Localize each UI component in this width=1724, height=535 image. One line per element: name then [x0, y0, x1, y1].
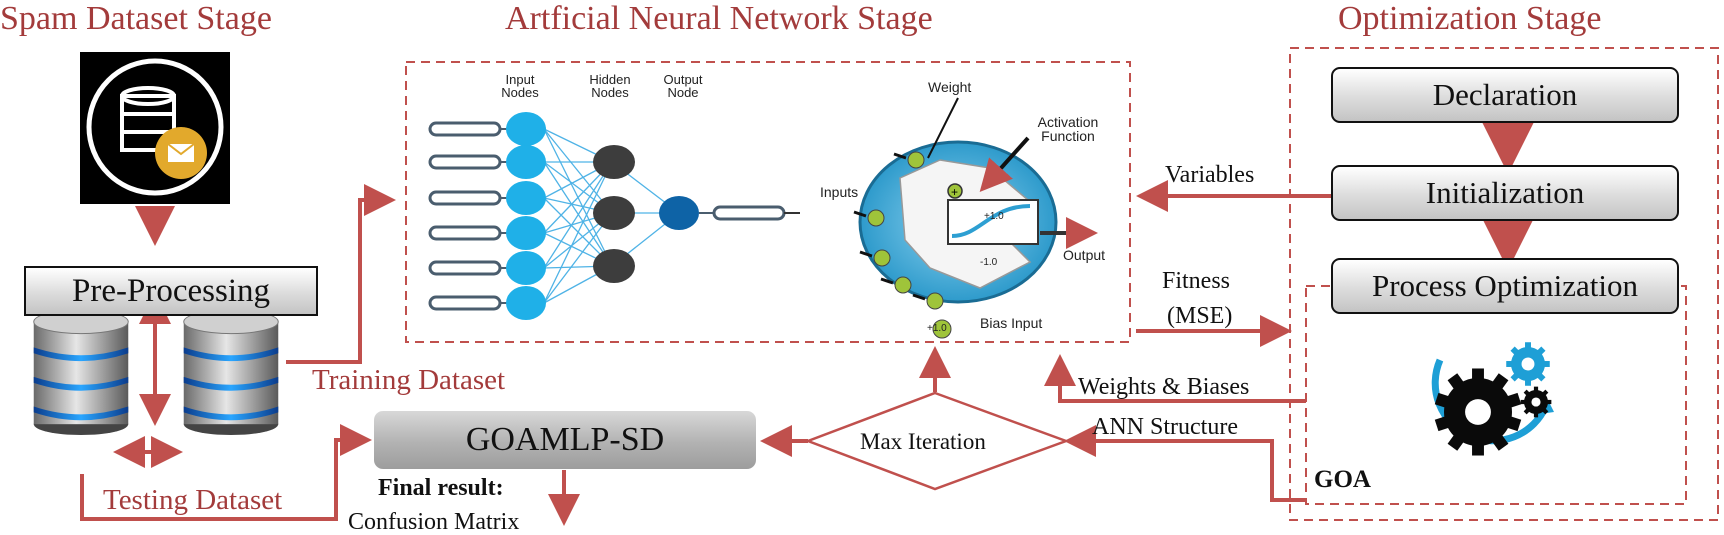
- weight-label: Weight: [928, 79, 972, 95]
- ann-stage-frame: [405, 61, 1131, 343]
- neuron-illustration: +: [858, 97, 1098, 304]
- testing-dataset-label: Testing Dataset: [103, 484, 283, 516]
- weight-input-arrow: [880, 277, 894, 285]
- hidden-node: [593, 249, 635, 283]
- gear-tooth: [1525, 377, 1531, 386]
- inputs-label: Inputs: [820, 184, 859, 200]
- gear-hole: [1531, 397, 1541, 407]
- process-optimization-box: Process Optimization: [1331, 258, 1679, 314]
- gear-tooth: [1533, 411, 1539, 418]
- arrow-testing-dataset: [80, 424, 372, 521]
- arrow-weights-biases: [1044, 354, 1306, 403]
- max-iteration-diamond: [804, 391, 1070, 491]
- goa-frame: [1305, 285, 1687, 505]
- weight-input-arrow: [893, 152, 907, 160]
- weight-input-arrow: [912, 293, 926, 301]
- input-node: [506, 251, 546, 285]
- connection-line: [543, 161, 613, 304]
- weight-input-arrow: [859, 250, 873, 258]
- goamlp-box: GOAMLP-SD: [374, 411, 756, 469]
- hidden-node: [593, 145, 635, 179]
- spam-stage-title: Spam Dataset Stage: [0, 0, 272, 37]
- input-node: [506, 216, 546, 250]
- activation-function-label: Activation Function: [1037, 114, 1099, 144]
- output-node-label: Output Node: [663, 72, 703, 100]
- hidden-node: [593, 196, 635, 230]
- minus-one-label: -1.0: [980, 257, 998, 268]
- input-pill-icon: [428, 121, 502, 137]
- input-pill-icon: [428, 260, 502, 276]
- bias-node: [932, 319, 952, 339]
- weight-node: [926, 292, 944, 310]
- weight-node: [867, 209, 885, 227]
- bias-input-label: Bias Input: [980, 315, 1043, 331]
- database-right-icon: [183, 309, 279, 436]
- bias-value-label: +1.0: [927, 323, 947, 334]
- input-node: [506, 112, 546, 146]
- declaration-box: Declaration: [1331, 67, 1679, 123]
- output-label: Output: [1063, 247, 1106, 263]
- weight-node: [894, 276, 912, 294]
- optimization-stage-frame: [1289, 47, 1719, 521]
- gear-tooth: [1533, 386, 1539, 393]
- output-node: [659, 196, 699, 230]
- hidden-nodes-label: Hidden Nodes: [589, 72, 631, 100]
- confusion-matrix-label: Confusion Matrix: [348, 509, 520, 535]
- connection-line: [543, 128, 613, 214]
- weight-input-arrow: [853, 210, 867, 218]
- connection-line: [543, 212, 613, 304]
- weight-node: [873, 249, 891, 267]
- initialization-box: Initialization: [1331, 165, 1679, 221]
- gear-tooth: [1472, 368, 1484, 386]
- input-nodes-label: Input Nodes: [501, 72, 539, 100]
- svg-text:+: +: [951, 185, 958, 199]
- output-pill-icon: [712, 205, 786, 221]
- ann-stage-title: Artficial Neural Network Stage: [505, 0, 933, 37]
- connection-line: [543, 161, 613, 269]
- input-node: [506, 286, 546, 320]
- database-left-icon: [33, 309, 129, 436]
- arrow-training-dataset: [286, 184, 396, 364]
- gear-tiny-icon: [1520, 386, 1552, 418]
- input-pill-icon: [428, 295, 502, 311]
- spam-database-icon: [80, 52, 230, 204]
- input-node: [506, 145, 546, 179]
- gear-hole: [1521, 357, 1535, 371]
- gear-hole: [1465, 399, 1491, 425]
- goa-label: GOA: [1314, 466, 1371, 493]
- gear-tooth: [1472, 438, 1484, 456]
- variables-label: Variables: [1165, 162, 1255, 188]
- neural-network-diagram: [428, 112, 800, 320]
- preprocessing-box: Pre-Processing: [24, 266, 318, 316]
- input-node: [506, 181, 546, 215]
- input-pill-icon: [428, 225, 502, 241]
- max-iteration-label: Max Iteration: [860, 429, 986, 454]
- plus-one-label: +1.0: [984, 211, 1004, 222]
- arrow-ann-structure: [1064, 425, 1306, 502]
- optimization-stage-title: Optimization Stage: [1338, 0, 1602, 37]
- input-pill-icon: [428, 190, 502, 206]
- weights-biases-label: Weights & Biases: [1078, 374, 1250, 400]
- input-pill-icon: [428, 154, 502, 170]
- gear-tooth: [1525, 342, 1531, 351]
- ann-structure-label: ANN Structure: [1092, 414, 1238, 440]
- fitness-label: Fitness: [1162, 268, 1231, 294]
- training-dataset-label: Training Dataset: [312, 364, 506, 396]
- gear-icon: [1431, 342, 1554, 456]
- weight-markers: [853, 151, 952, 339]
- final-result-label: Final result:: [378, 475, 504, 501]
- gear-large-icon: [1434, 368, 1522, 456]
- weight-node: [907, 151, 925, 169]
- mse-label: (MSE): [1167, 303, 1233, 329]
- gear-small-icon: [1506, 342, 1550, 386]
